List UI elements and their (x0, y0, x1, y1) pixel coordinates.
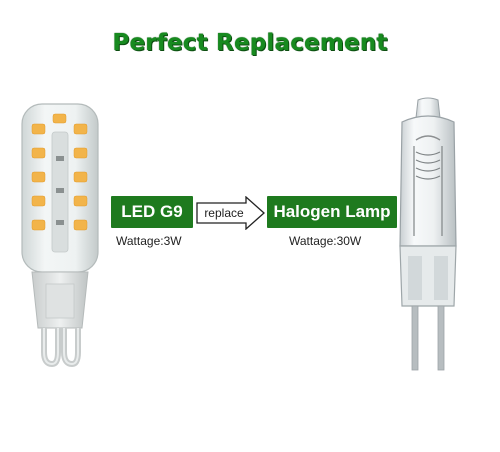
halogen-bulb-image (399, 97, 457, 371)
led-wattage: Wattage:3W (116, 234, 182, 248)
page-title: Perfect Replacement (112, 30, 388, 56)
replace-label: replace (204, 206, 244, 220)
halogen-lamp-label: Halogen Lamp (267, 196, 397, 228)
led-g9-bulb-image (21, 103, 99, 368)
halogen-wattage: Wattage:30W (289, 234, 362, 248)
replace-arrow-icon (196, 196, 265, 230)
led-g9-label: LED G9 (111, 196, 193, 228)
